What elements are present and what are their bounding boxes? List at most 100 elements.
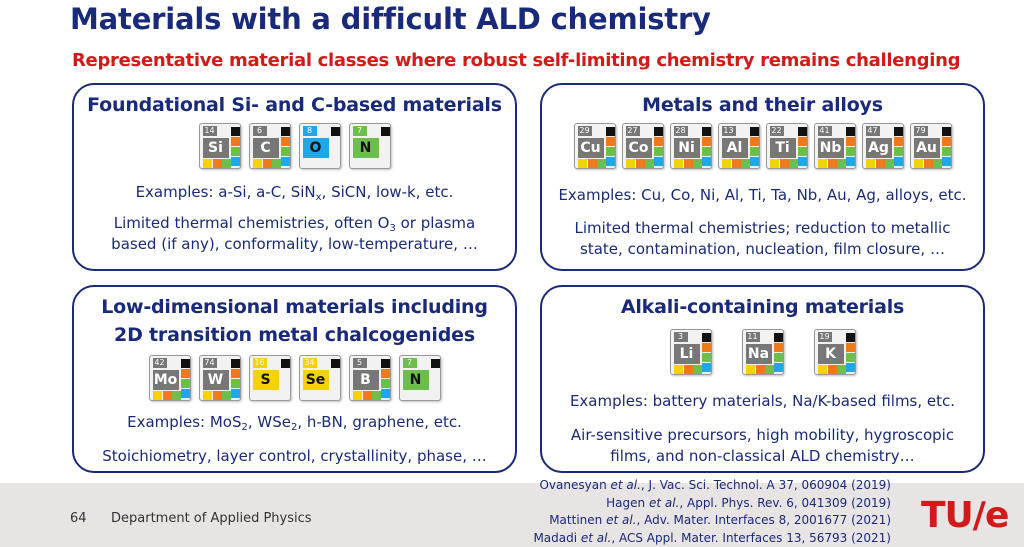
atomic-number: 29 xyxy=(577,126,592,136)
atomic-number: 14 xyxy=(202,126,217,136)
property-marker xyxy=(701,157,711,166)
element-symbol: Li xyxy=(673,344,700,364)
property-marker xyxy=(330,127,340,136)
atomic-number: 7 xyxy=(352,126,367,136)
property-marker xyxy=(749,137,759,146)
property-marker xyxy=(212,391,222,400)
property-marker xyxy=(262,159,272,168)
element-symbol: C xyxy=(252,138,279,158)
property-marker xyxy=(845,343,855,352)
property-marker xyxy=(605,157,615,166)
property-marker xyxy=(644,159,654,168)
atomic-number: 16 xyxy=(252,358,267,368)
property-marker xyxy=(893,127,903,136)
examples-text: Examples: Cu, Co, Ni, Al, Ti, Ta, Nb, Au… xyxy=(558,186,967,204)
atomic-number: 79 xyxy=(913,126,928,136)
examples-text: Examples: a-Si, a-C, SiNx, SiCN, low-k, … xyxy=(135,183,454,203)
property-marker xyxy=(587,159,597,168)
property-marker xyxy=(845,157,855,166)
property-marker xyxy=(923,159,933,168)
property-marker xyxy=(271,159,281,168)
property-marker xyxy=(673,159,683,168)
property-marker xyxy=(380,379,390,388)
atomic-number: 11 xyxy=(745,332,760,342)
property-marker xyxy=(773,343,783,352)
property-marker xyxy=(941,157,951,166)
property-marker xyxy=(280,359,290,368)
property-marker xyxy=(701,343,711,352)
property-marker xyxy=(836,159,846,168)
property-marker xyxy=(773,353,783,362)
property-marker xyxy=(252,159,262,168)
panel-si-c-materials: Foundational Si- and C-based materials 1… xyxy=(72,83,517,271)
property-marker xyxy=(202,159,212,168)
property-marker xyxy=(162,391,172,400)
property-marker xyxy=(745,365,755,374)
property-marker xyxy=(769,159,779,168)
property-marker xyxy=(430,359,440,368)
property-marker xyxy=(653,157,663,166)
property-marker xyxy=(380,359,390,368)
property-marker xyxy=(836,365,846,374)
tue-logo: TU/e xyxy=(921,495,1009,536)
property-marker xyxy=(202,391,212,400)
element-symbol: N xyxy=(402,370,429,390)
property-marker xyxy=(797,147,807,156)
element-symbol: Au xyxy=(913,138,940,158)
property-marker xyxy=(362,391,372,400)
property-marker xyxy=(865,159,875,168)
reference-item: Hagen et al., Appl. Phys. Rev. 6, 041309… xyxy=(606,495,891,510)
atomic-number: 41 xyxy=(817,126,832,136)
atomic-number: 42 xyxy=(152,358,167,368)
property-marker xyxy=(692,159,702,168)
atomic-number: 8 xyxy=(302,126,317,136)
challenges-text: Stoichiometry, layer control, crystallin… xyxy=(102,447,487,465)
property-marker xyxy=(596,159,606,168)
property-marker xyxy=(230,157,240,166)
atomic-number: 47 xyxy=(865,126,880,136)
property-marker xyxy=(380,369,390,378)
property-marker xyxy=(827,159,837,168)
references: Ovanesyan et al., J. Vac. Sci. Technol. … xyxy=(533,477,891,547)
panel-title: Metals and their alloys xyxy=(642,94,883,116)
atomic-number: 5 xyxy=(352,358,367,368)
property-marker xyxy=(721,159,731,168)
property-marker xyxy=(701,127,711,136)
property-marker xyxy=(683,159,693,168)
property-marker xyxy=(779,159,789,168)
panel-title: Low-dimensional materials including 2D t… xyxy=(101,296,488,346)
property-marker xyxy=(683,365,693,374)
property-marker xyxy=(893,157,903,166)
property-marker xyxy=(371,391,381,400)
property-marker xyxy=(221,159,231,168)
property-marker xyxy=(788,159,798,168)
property-marker xyxy=(941,127,951,136)
element-symbol: W xyxy=(202,370,229,390)
atomic-number: 34 xyxy=(302,358,317,368)
examples-text: Examples: MoS2, WSe2, h-BN, graphene, et… xyxy=(127,413,462,433)
element-symbol: Al xyxy=(721,138,748,158)
property-marker xyxy=(230,147,240,156)
property-marker xyxy=(932,159,942,168)
atomic-number: 6 xyxy=(252,126,267,136)
property-marker xyxy=(845,137,855,146)
property-marker xyxy=(352,391,362,400)
slide-subtitle: Representative material classes where ro… xyxy=(72,50,961,71)
property-marker xyxy=(913,159,923,168)
element-symbol: B xyxy=(352,370,379,390)
atomic-number: 22 xyxy=(769,126,784,136)
